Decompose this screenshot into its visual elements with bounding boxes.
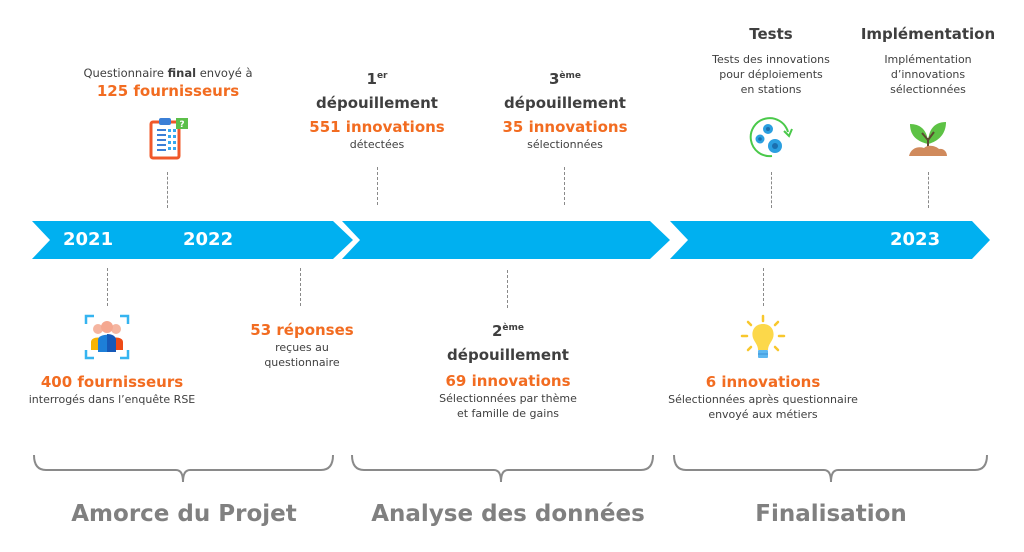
- people-group-icon: [84, 314, 130, 360]
- year-2021: 2021: [63, 229, 114, 250]
- responses-sub-line: reçues au: [275, 341, 329, 354]
- implementation-sub-line: Implémentation: [884, 53, 972, 66]
- arrow-segment-1: [32, 221, 353, 259]
- connector-second-review: [507, 270, 508, 308]
- survey-sub: interrogés dans l’enquête RSE: [28, 393, 196, 406]
- brace-analyse: [351, 454, 654, 483]
- connector-survey: [107, 268, 108, 306]
- svg-text:?: ?: [179, 120, 184, 130]
- third-review-highlight: 35 innovations: [502, 118, 628, 136]
- event-tests: Tests Tests des innovations pour déploie…: [712, 24, 830, 97]
- implementation-title: Implémentation: [860, 25, 996, 43]
- third-review-sub: sélectionnées: [527, 138, 603, 151]
- second-review-sub-line: Sélectionnées par thème: [439, 392, 577, 405]
- third-review-title: dépouillement: [504, 94, 626, 112]
- second-review-title: dépouillement: [447, 346, 569, 364]
- implementation-sub-line: d’innovations: [890, 68, 966, 81]
- second-review-sub-line: et famille de gains: [456, 407, 560, 420]
- second-review-ordinal: 2ème: [491, 322, 525, 340]
- brace-amorce: [33, 454, 334, 483]
- event-final-selection: 6 innovations Sélectionnées après questi…: [668, 372, 858, 422]
- final-selection-sub-line: envoyé aux métiers: [708, 408, 818, 421]
- tests-sub-line: en stations: [740, 83, 802, 96]
- lightbulb-icon: [740, 314, 786, 358]
- final-selection-highlight: 6 innovations: [705, 373, 821, 391]
- connector-tests: [771, 172, 772, 208]
- event-responses: 53 réponses reçues au questionnaire: [250, 320, 353, 370]
- first-review-sub: détectées: [349, 138, 405, 151]
- event-survey: 400 fournisseurs interrogés dans l’enquê…: [29, 372, 196, 407]
- connector-first-review: [377, 167, 378, 205]
- event-implementation: Implémentation Implémentation d’innovati…: [861, 24, 995, 97]
- phase-amorce: Amorce du Projet: [71, 501, 297, 527]
- survey-highlight: 400 fournisseurs: [40, 373, 184, 391]
- connector-final-selection: [763, 268, 764, 306]
- questionnaire-text: Questionnaire final envoyé à: [83, 66, 253, 80]
- tests-sub-line: pour déploiements: [719, 68, 823, 81]
- year-2023: 2023: [890, 229, 941, 250]
- gears-cycle-icon: [749, 117, 793, 158]
- event-third-review: 3ème dépouillement 35 innovations sélect…: [502, 66, 627, 152]
- first-review-ordinal: 1er: [366, 70, 388, 88]
- tests-title: Tests: [749, 25, 793, 43]
- event-first-review: 1er dépouillement 551 innovations détect…: [309, 66, 444, 152]
- brace-finalisation: [673, 454, 988, 483]
- connector-responses: [300, 268, 301, 306]
- second-review-highlight: 69 innovations: [445, 372, 571, 390]
- tests-sub-line: Tests des innovations: [712, 53, 830, 66]
- clipboard-question-icon: ?: [149, 118, 188, 160]
- arrow-segment-2: [342, 221, 670, 259]
- responses-highlight: 53 réponses: [250, 321, 354, 339]
- final-selection-sub-line: Sélectionnées après questionnaire: [668, 393, 858, 406]
- first-review-highlight: 551 innovations: [309, 118, 445, 136]
- responses-sub-line: questionnaire: [264, 356, 340, 369]
- first-review-title: dépouillement: [316, 94, 438, 112]
- event-questionnaire: Questionnaire final envoyé à 125 fournis…: [83, 66, 252, 101]
- arrow-segment-3: [670, 221, 990, 259]
- event-second-review: 2ème dépouillement 69 innovations Sélect…: [439, 318, 577, 421]
- sprout-icon: [909, 122, 947, 156]
- questionnaire-highlight: 125 fournisseurs: [96, 82, 240, 100]
- implementation-sub-line: sélectionnées: [890, 83, 966, 96]
- third-review-ordinal: 3ème: [548, 70, 582, 88]
- connector-third-review: [564, 167, 565, 205]
- connector-implementation: [928, 172, 929, 208]
- phase-analyse: Analyse des données: [371, 501, 645, 527]
- year-2022: 2022: [183, 229, 234, 250]
- connector-questionnaire: [167, 172, 168, 208]
- phase-finalisation: Finalisation: [755, 501, 907, 527]
